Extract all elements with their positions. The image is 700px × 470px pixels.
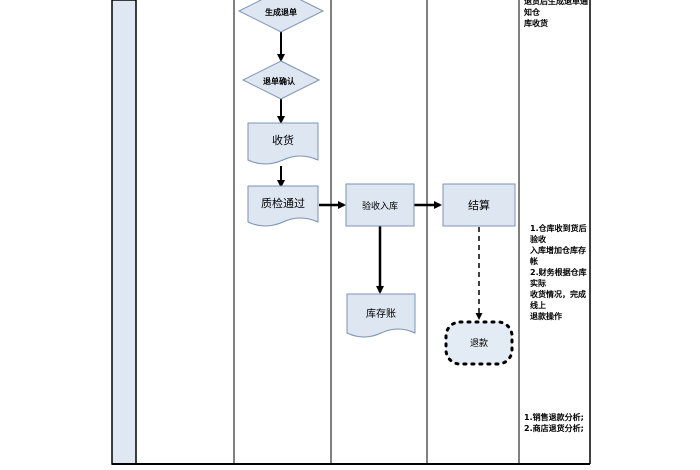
left-band [111, 0, 137, 465]
generate-return-order-label: 生成退单 [265, 7, 297, 17]
node-refund: 退款 [444, 320, 514, 366]
receive-goods-label: 收货 [272, 133, 294, 147]
node-settlement: 结算 [442, 183, 516, 227]
node-inspect-into-warehouse: 验收入库 [345, 183, 415, 227]
note-bottom: 1.销售退款分析; 2.商店退货分析; [524, 413, 584, 433]
node-stock-ledger: 库存账 [346, 293, 416, 338]
connectors [277, 28, 483, 320]
node-receive-goods: 收货 [247, 122, 319, 165]
return-confirm-label: 退单确认 [263, 76, 296, 86]
settlement-label: 结算 [468, 198, 490, 212]
swimlanes [111, 0, 591, 465]
quality-check-passed-label: 质检通过 [261, 196, 305, 210]
node-generate-return-order: 生成退单 [237, 0, 325, 33]
inspect-into-warehouse-label: 验收入库 [362, 200, 398, 212]
node-return-confirm: 退单确认 [241, 60, 321, 100]
note-top: 退货后生成退单通知仓 库收货 [524, 0, 588, 28]
node-quality-check-passed: 质检通过 [247, 185, 319, 227]
stock-ledger-label: 库存账 [366, 307, 396, 320]
note-middle: 1.仓库收到货后验收 入库增加仓库存帐 2.财务根据仓库实际 收货情况，完成线上… [530, 224, 587, 321]
refund-label: 退款 [470, 337, 488, 349]
